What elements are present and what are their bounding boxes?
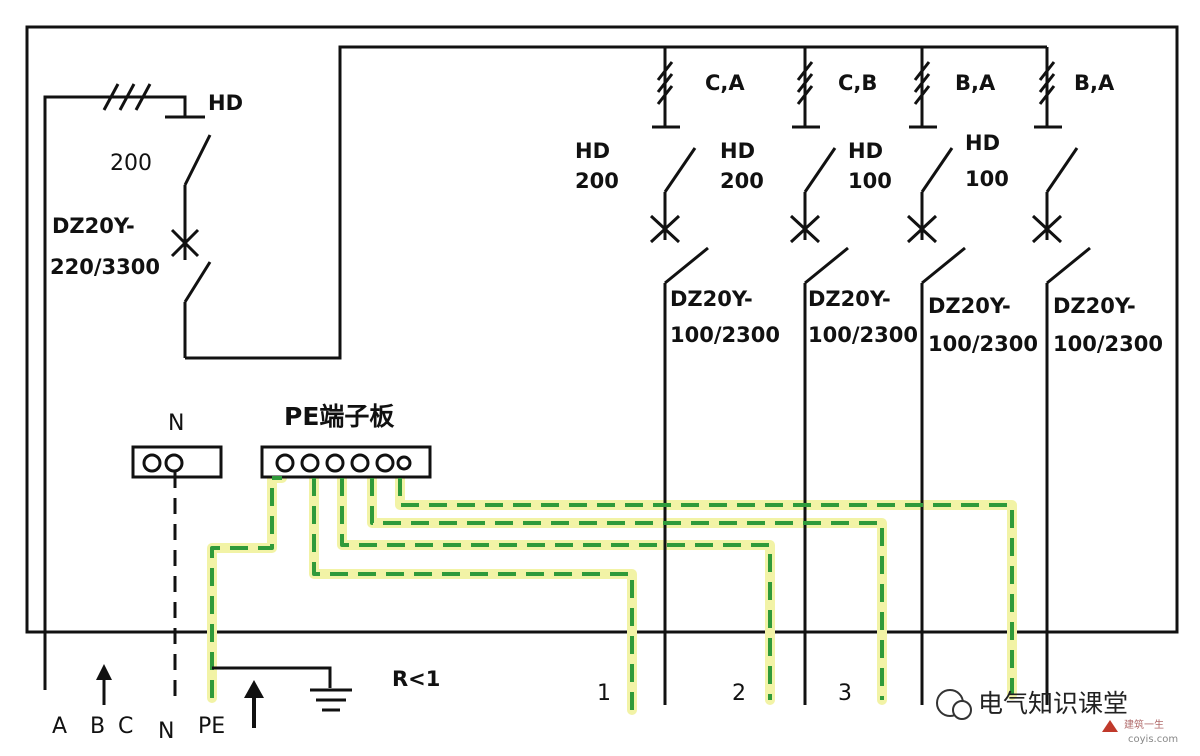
resistance-label: R<1 <box>392 667 440 691</box>
branch-3-phase-label: B,A <box>955 71 996 95</box>
branch-2-hd-label: HD <box>720 139 755 163</box>
watermark-url: coyis.com <box>1128 734 1178 745</box>
branch-3-breaker-line1: DZ20Y- <box>928 294 1011 318</box>
branch-circuit-3 <box>906 60 966 705</box>
pe-conductors-glow <box>207 473 1017 715</box>
watermark-small: 建筑一生 <box>1124 718 1164 731</box>
branch-3-hd-label: HD <box>848 139 883 163</box>
branch-4-breaker-line1: DZ20Y- <box>1053 294 1136 318</box>
pe-terminal-hole-5 <box>375 453 395 473</box>
pe-terminal-board-label: PE端子板 <box>284 402 394 431</box>
branch-1-phase-label: C,A <box>705 71 745 95</box>
n-terminal-label: N <box>168 411 184 436</box>
pe-arrow-up-icon <box>244 680 264 728</box>
branch-2-circuit-number: 2 <box>732 681 746 706</box>
branch-2-hd-rating: 200 <box>720 169 764 193</box>
main-breaker-type-line1: DZ20Y- <box>52 214 135 238</box>
phase-a-label: A <box>52 714 67 739</box>
branch-3-circuit-number: 3 <box>838 681 852 706</box>
incoming-feed-wire <box>43 95 187 690</box>
neutral-label: N <box>158 719 174 744</box>
branch-3-breaker-line2: 100/2300 <box>928 332 1038 356</box>
pe-label: PE <box>198 714 225 739</box>
branch-4-phase-label: B,A <box>1074 71 1115 95</box>
phase-c-label: C <box>118 714 133 739</box>
watermark: 电气知识课堂 建筑一生 coyis.com <box>936 689 1178 745</box>
branch-1-breaker-line2: 100/2300 <box>670 323 780 347</box>
phase-b-label: B <box>90 714 105 739</box>
ground-icon <box>310 688 352 712</box>
branch-1-hd-rating: 200 <box>575 169 619 193</box>
branch-4-hd-rating: 100 <box>965 167 1009 191</box>
pe-terminal-hole-1 <box>275 453 295 473</box>
branch-3-hd-rating: 100 <box>848 169 892 193</box>
branch-circuit-1 <box>649 60 709 705</box>
n-terminal-hole-2 <box>164 453 184 473</box>
main-breaker-type-line2: 220/3300 <box>50 255 160 279</box>
branch-1-hd-label: HD <box>575 139 610 163</box>
three-phase-hatch-icon <box>102 83 152 111</box>
branch-4-hd-label: HD <box>965 131 1000 155</box>
branch-4-breaker-line2: 100/2300 <box>1053 332 1163 356</box>
main-hd-rating: 200 <box>110 151 152 176</box>
main-bus-wire <box>185 45 1047 360</box>
watermark-title: 电气知识课堂 <box>978 689 1128 718</box>
pe-terminal-hole-4 <box>350 453 370 473</box>
branch-1-circuit-number: 1 <box>597 681 611 706</box>
pe-conductor-branch-4 <box>398 478 1014 695</box>
pe-terminal-hole-6 <box>396 455 412 471</box>
main-breaker-symbol <box>170 134 212 358</box>
watermark-marker-icon <box>1102 720 1118 732</box>
ground-wire <box>212 666 332 688</box>
n-terminal-hole-1 <box>142 453 162 473</box>
branch-2-phase-label: C,B <box>838 71 877 95</box>
pe-conductor-branch-2 <box>340 478 772 700</box>
branch-circuit-4 <box>1031 60 1091 705</box>
branch-circuit-2 <box>789 60 849 705</box>
enclosure-box <box>25 25 1179 634</box>
branch-2-breaker-line1: DZ20Y- <box>808 287 891 311</box>
main-hd-label: HD <box>208 91 243 115</box>
pe-terminal-hole-2 <box>300 453 320 473</box>
pe-conductor-branch-1 <box>312 478 634 710</box>
pe-conductor-incoming <box>210 476 282 698</box>
branch-2-breaker-line2: 100/2300 <box>808 323 918 347</box>
pe-terminal-hole-3 <box>325 453 345 473</box>
branch-1-breaker-line1: DZ20Y- <box>670 287 753 311</box>
branch-circuits: C,A HD 200 DZ20Y- 100/2300 1 C,B HD 200 … <box>575 60 1163 706</box>
pe-conductors <box>210 476 1014 710</box>
arrow-up-icon <box>96 664 112 705</box>
